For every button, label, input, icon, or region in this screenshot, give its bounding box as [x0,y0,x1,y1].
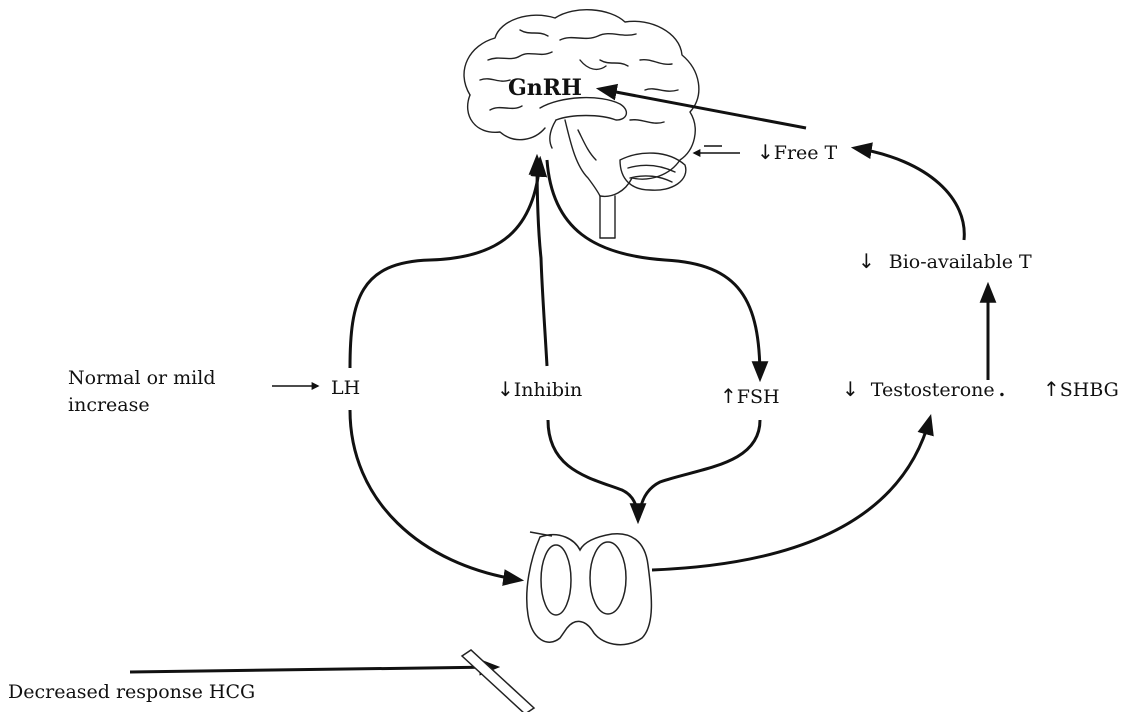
up-arrow-icon: ↑ [1043,377,1060,401]
testis-icon [527,532,652,645]
hcg-arrow [130,667,496,672]
free-t-to-gnrh-arrow [600,89,806,128]
free-t-label: Free T [774,142,837,164]
inhibin-to-testis-line [548,420,638,520]
testosterone-row: ↓ Testosterone. [842,378,1005,402]
blocking-bar-icon [462,650,534,712]
shbg-label: SHBG [1060,379,1119,401]
decreased-hcg-label: Decreased response HCG [8,682,255,704]
normal-label-line2: increase [68,395,150,417]
bioavailable-label: Bio-available T [889,251,1032,273]
inhibin-row: ↓Inhibin [497,378,582,402]
testis-to-testosterone-arrow [652,418,930,570]
fsh-row: ↑FSH [720,385,780,409]
lh-to-testis-arrow [350,410,520,580]
free-t-row: ↓Free T [757,141,837,165]
fsh-to-testis-line [639,420,760,518]
lh-to-gnrh-arrow [350,160,540,368]
fsh-label: FSH [737,386,780,408]
gnrh-to-fsh-arrow [547,160,760,378]
normal-label-line1: Normal or mild [68,368,216,390]
gnrh-label: GnRH [508,76,582,101]
bioavailable-to-free-t-arrow [855,148,964,240]
lh-label: LH [331,378,360,400]
down-arrow-icon: ↓ [497,377,514,401]
down-arrow-icon: ↓ [858,249,875,273]
down-arrow-icon: ↓ [757,140,774,164]
testosterone-label: Testosterone [871,379,995,401]
brain-icon [464,10,699,238]
shbg-row: ↑SHBG [1043,378,1119,402]
inhibin-label: Inhibin [514,379,583,401]
down-arrow-icon: ↓ [842,377,859,401]
up-arrow-icon: ↑ [720,384,737,408]
bioavailable-row: ↓ Bio-available T [858,250,1032,274]
inhibin-to-gnrh-arrow [537,158,547,366]
dot-mark: . [999,379,1006,401]
free-t-feedback-arrow [694,146,740,153]
